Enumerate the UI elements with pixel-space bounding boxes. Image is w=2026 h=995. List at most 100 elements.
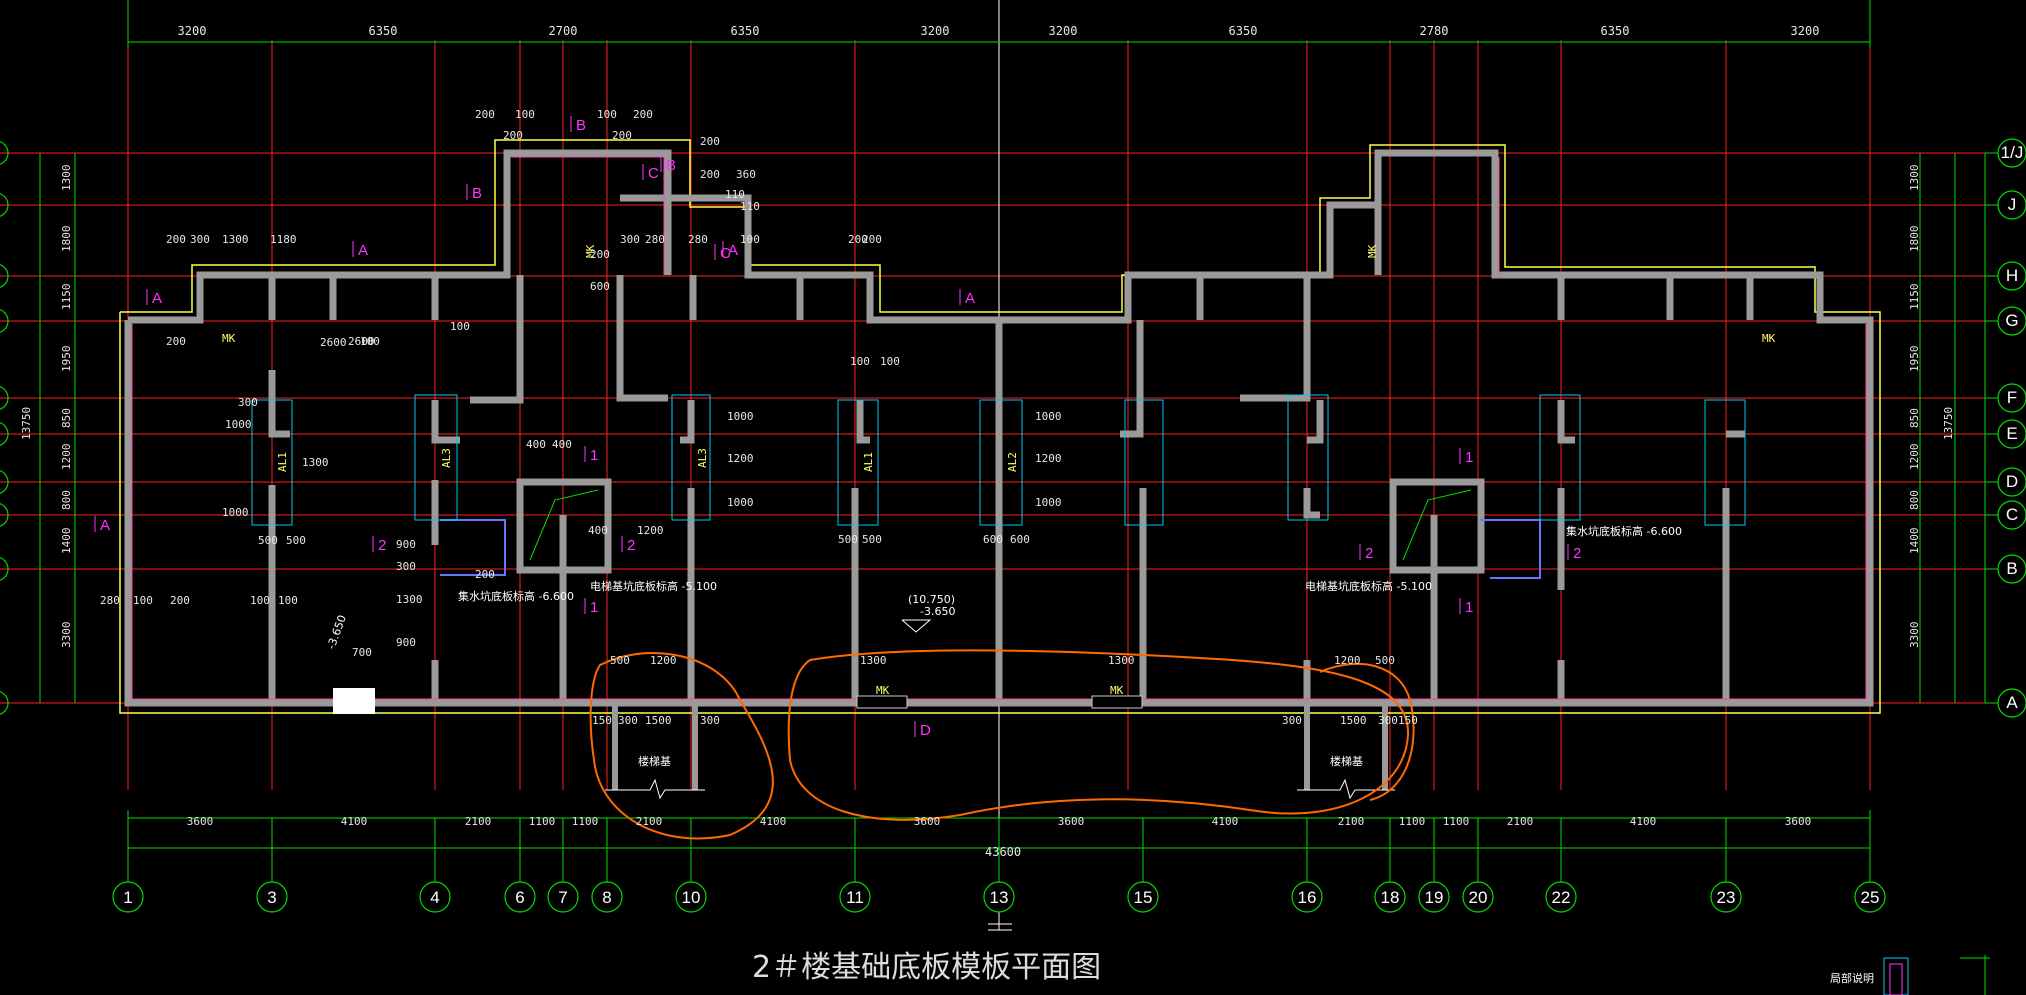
bottom-dim: 1100: [529, 815, 556, 828]
small-dim: 300: [190, 233, 210, 246]
section-mark: A: [728, 242, 738, 259]
top-dim: 3200: [1791, 24, 1820, 38]
elevation-note-2: 电梯基坑底板标高 -5.100: [590, 579, 717, 593]
bottom-dim: 3600: [187, 815, 214, 828]
al3-label-1: AL3: [440, 448, 453, 468]
al2-label: AL2: [1006, 452, 1019, 472]
left-bubble: [0, 470, 9, 494]
section-mark: D: [920, 722, 931, 739]
small-dim: 200: [700, 135, 720, 148]
row-bubble-label: G: [2005, 311, 2018, 330]
small-dim: 150: [1398, 714, 1418, 727]
small-dim: 1000: [727, 410, 754, 423]
bottom-dim: 2100: [1507, 815, 1534, 828]
small-dim: 200: [612, 129, 632, 142]
row-bubble-B: B: [1997, 554, 2026, 584]
section-mark: 1: [1465, 449, 1473, 466]
small-dim: 1000: [225, 418, 252, 431]
top-dim: 6350: [731, 24, 760, 38]
small-dim: 1200: [1035, 452, 1062, 465]
break-lines: [605, 778, 1395, 800]
small-dim: 200: [633, 108, 653, 121]
detail-outlines: [251, 394, 1746, 526]
small-dim: 280: [645, 233, 665, 246]
small-dim: 400: [552, 438, 572, 451]
left-bubble: [0, 309, 9, 333]
axis-bubble-7: 7: [547, 881, 579, 913]
small-dim: 1200: [637, 524, 664, 537]
section-mark: 1: [1465, 599, 1473, 616]
mk-label-2: MK: [1762, 332, 1776, 345]
small-dim: 300: [620, 233, 640, 246]
axis-bubble-6: 6: [504, 881, 536, 913]
small-dim: 100: [850, 355, 870, 368]
axis-bubble-16: 16: [1291, 881, 1323, 913]
row-bubble-J: J: [1997, 190, 2026, 220]
small-dim: 100: [450, 320, 470, 333]
axis-bubble-22: 22: [1545, 881, 1577, 913]
small-dim: 360: [736, 168, 756, 181]
axis-bubble-25: 25: [1854, 881, 1886, 913]
elevation-center-b: -3.650: [920, 605, 955, 618]
section-mark: B: [666, 157, 676, 174]
section-mark: A: [965, 290, 975, 307]
small-dim: 300: [238, 396, 258, 409]
stair-label-1: 楼梯基: [638, 754, 671, 768]
section-mark: 1: [590, 599, 598, 616]
section-mark: A: [100, 517, 110, 534]
row-bubble-E: E: [1997, 419, 2026, 449]
stair-label-2: 楼梯基: [1330, 754, 1363, 768]
small-dim: 200: [700, 168, 720, 181]
left-dim: 3300: [60, 622, 73, 649]
bottom-dim: 1100: [572, 815, 599, 828]
bottom-dim: 1100: [1399, 815, 1426, 828]
bottom-total-dim: 43600: [985, 845, 1021, 859]
top-dim: 6350: [1229, 24, 1258, 38]
mk-label-6: MK: [1366, 244, 1379, 258]
small-dim: 300: [700, 714, 720, 727]
section-mark: 2: [1365, 545, 1373, 562]
small-dim: 200: [590, 248, 610, 261]
row-bubble-label: D: [2006, 472, 2018, 491]
row-bubble-F: F: [1997, 383, 2026, 413]
axis-bubble-label: 15: [1134, 888, 1153, 907]
section-mark: 2: [1573, 545, 1581, 562]
row-bubble-A: A: [1997, 688, 2026, 718]
axis-bubble-label: 4: [430, 888, 439, 907]
axis-bubble-1: 1: [112, 881, 144, 913]
small-dim: 200: [475, 108, 495, 121]
axis-leaders: [127, 152, 2000, 882]
elevation-note-1: 集水坑底板标高 -6.600: [458, 589, 574, 603]
small-dim: 1300: [1108, 654, 1135, 667]
small-dim: 100: [133, 594, 153, 607]
elevation-note-4: 集水坑底板标高 -6.600: [1566, 524, 1682, 538]
top-dim: 6350: [369, 24, 398, 38]
small-dim: 280: [688, 233, 708, 246]
mk-label-5: MK: [584, 244, 597, 258]
small-dim: 200: [166, 335, 186, 348]
small-dim: 1180: [270, 233, 297, 246]
bottom-dim: 1100: [1443, 815, 1470, 828]
small-dim: 1300: [302, 456, 329, 469]
small-dim: 500: [1375, 654, 1395, 667]
axis-bubble-23: 23: [1710, 881, 1742, 913]
row-bubble-G: G: [1997, 306, 2026, 336]
small-dim: 600: [590, 280, 610, 293]
small-dim: 1200: [1334, 654, 1361, 667]
right-dim: 1800: [1908, 226, 1921, 253]
right-dim: 800: [1908, 490, 1921, 510]
axis-bubble-label: 6: [515, 888, 524, 907]
axis-bubble-label: 10: [682, 888, 701, 907]
small-dim: 280: [100, 594, 120, 607]
axis-bubble-label: 23: [1717, 888, 1736, 907]
left-dim: 800: [60, 490, 73, 510]
axis-bubble-label: 11: [846, 888, 864, 907]
left-dim: 850: [60, 408, 73, 428]
small-dim: 200: [862, 233, 882, 246]
small-dim: 200: [166, 233, 186, 246]
